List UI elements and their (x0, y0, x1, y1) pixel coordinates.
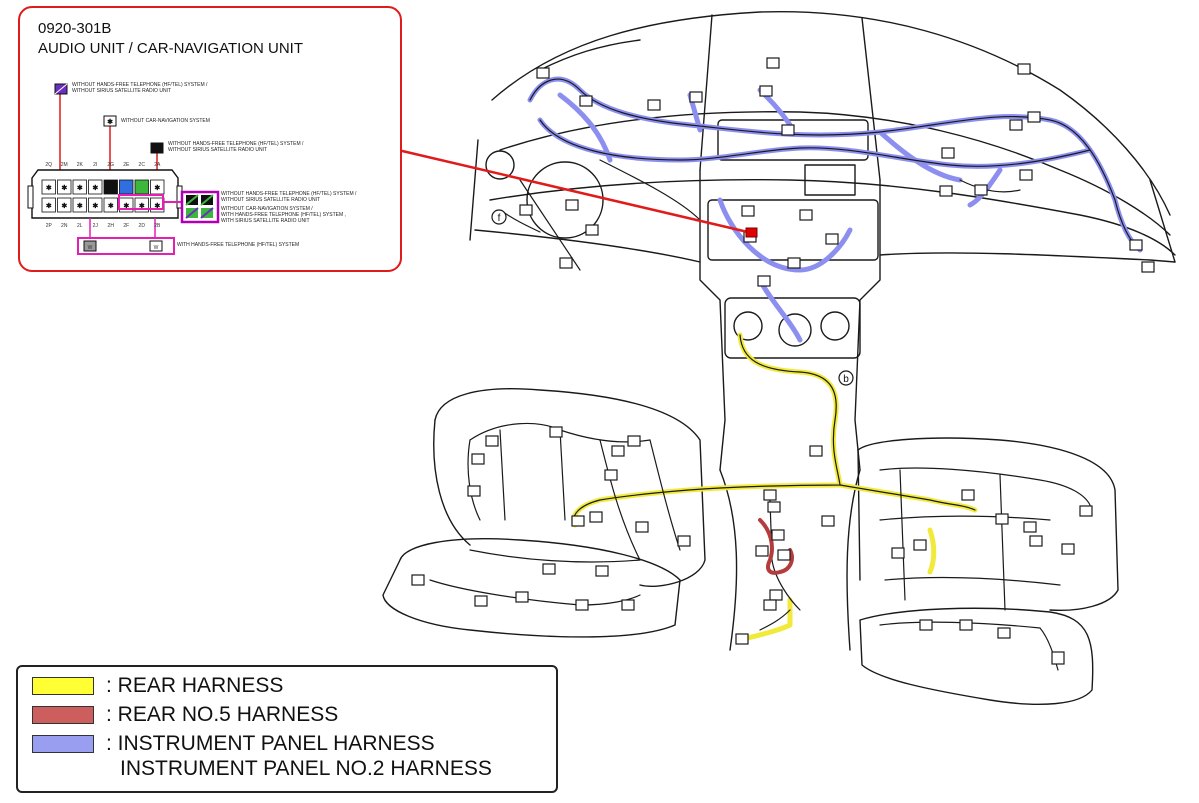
note-without-hf-sirius-3: WITHOUT HANDS-FREE TELEPHONE (HF/TEL) SY… (221, 191, 357, 203)
wire-color-white: W (154, 245, 159, 251)
wire-color-gray: W (88, 245, 93, 251)
connector-callout: 0920-301B AUDIO UNIT / CAR-NAVIGATION UN… (18, 6, 402, 272)
note-without-nav: WITHOUT CAR-NAVIGATION SYSTEM (121, 118, 210, 124)
pin-label-top: 2M (61, 162, 68, 168)
pin-label-bottom: 2J (93, 223, 99, 229)
pin-symbol: ✱ (154, 202, 160, 210)
connector-pin-cell (134, 179, 149, 195)
harness-legend: : REAR HARNESS : REAR NO.5 HARNESS : INS… (16, 665, 558, 793)
legend-item-ipanel: : INSTRUMENT PANEL HARNESS (32, 731, 435, 757)
pin-label-bottom: 2N (61, 223, 68, 229)
pin-label-bottom: 2H (108, 223, 115, 229)
connector-pin-cell (103, 179, 118, 195)
connector-name: AUDIO UNIT / CAR-NAVIGATION UNIT (38, 40, 304, 57)
pin-label-top: 2Q (45, 162, 52, 168)
note-with-hf: WITH HANDS-FREE TELEPHONE (HF/TEL) SYSTE… (177, 242, 300, 248)
pin-symbol: ✱ (139, 202, 145, 210)
pin-label-bottom: 2B (154, 223, 161, 229)
pin-label-top: 2E (123, 162, 130, 168)
left-seat (434, 388, 706, 587)
pin-labels-top: 2Q 2M 2K 2I 2G 2E 2C 2A (45, 162, 161, 168)
center-console (699, 169, 726, 471)
pin-label-top: 2G (107, 162, 114, 168)
legend-item-rear: : REAR HARNESS (32, 673, 283, 699)
connector-pin-cell (88, 197, 103, 213)
pin-symbol: ✱ (108, 202, 114, 210)
legend-item-rear-no5: : REAR NO.5 HARNESS (32, 702, 338, 728)
pin-symbol: ✱ (61, 184, 67, 192)
pin-label-top: 2K (77, 162, 84, 168)
note-without-hf-sirius-2: WITHOUT HANDS-FREE TELEPHONE (HF/TEL) SY… (168, 141, 304, 153)
nav-pin-symbol: ✱ (107, 118, 113, 126)
pin-label-bottom: 2D (139, 223, 146, 229)
legend-label-rear-no5: : REAR NO.5 HARNESS (106, 703, 339, 726)
note-without-hf-sirius: WITHOUT HANDS-FREE TELEPHONE (HF/TEL) SY… (72, 82, 208, 94)
legend-label-ipanel: : INSTRUMENT PANEL HARNESS (106, 732, 435, 755)
callout-pointer (397, 148, 753, 235)
pin-symbol: ✱ (46, 184, 52, 192)
swatch-rear (32, 677, 94, 695)
pin-label-bottom: 2F (123, 223, 129, 229)
note-nav-hf-sirius: WITHOUT CAR-NAVIGATION SYSTEM / WITH HAN… (221, 206, 346, 224)
connector-pin-cell (72, 197, 87, 213)
pin-labels-bottom: 2P 2N 2L 2J 2H 2F 2D 2B (46, 223, 161, 229)
dashboard-outline (491, 10, 1171, 216)
connector-pin-cell (88, 179, 103, 195)
legend-label-ipanel-no2: INSTRUMENT PANEL NO.2 HARNESS (120, 757, 492, 780)
pin-symbol: ✱ (77, 202, 83, 210)
pin-label-bottom: 2L (77, 223, 83, 229)
connector-pin-cell (103, 197, 118, 213)
pin-label-bottom: 2P (46, 223, 53, 229)
swatch-rear-no5 (32, 706, 94, 724)
pin-symbol: ✱ (123, 202, 129, 210)
pin-symbol: ✱ (92, 184, 98, 192)
mount-mark-f: f (498, 213, 501, 224)
pin-symbol: ✱ (92, 202, 98, 210)
connectors (411, 57, 1155, 665)
pin-symbol: ✱ (77, 184, 83, 192)
pin-label-top: 2C (139, 162, 146, 168)
connector-pin-cell (72, 179, 87, 195)
legend-label-rear: : REAR HARNESS (106, 674, 284, 697)
pin-symbol: ✱ (46, 202, 52, 210)
connector-code: 0920-301B (38, 20, 112, 37)
connector-pin-cell (119, 179, 134, 195)
connector-pin-cell (57, 179, 72, 195)
rear-no5-harness (758, 518, 794, 575)
pin-symbol: ✱ (61, 202, 67, 210)
right-seat (857, 437, 1119, 612)
pin-label-top: 2A (154, 162, 161, 168)
pin-symbol: ✱ (154, 184, 160, 192)
mount-mark-b: b (843, 374, 849, 385)
connector-pin-cell (41, 197, 56, 213)
audio-unit-connector (745, 227, 758, 238)
connector-pin-cell (41, 179, 56, 195)
connector-pins: ✱ ✱ ✱ ✱ ✱ ✱ ✱ ✱ ✱ ✱ ✱ ✱ ✱ (41, 179, 165, 213)
connector-pin-cell (57, 197, 72, 213)
pin-label-top: 2I (93, 162, 97, 168)
rear-harness (571, 332, 843, 528)
swatch-ipanel (32, 735, 94, 753)
